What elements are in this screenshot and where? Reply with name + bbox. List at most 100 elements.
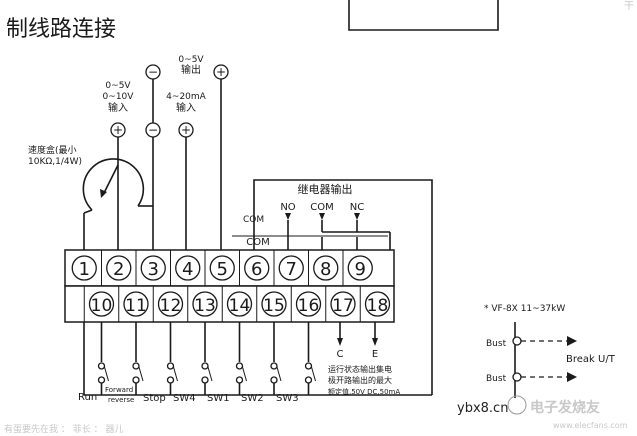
switch-contact-icon <box>201 362 213 384</box>
relay-com-arrow-icon <box>319 213 325 220</box>
bust-label-2: Bust <box>486 374 507 384</box>
bust-arrow-icon <box>567 372 577 382</box>
plus-sign: + <box>113 123 123 137</box>
terminal-3 <box>140 255 166 281</box>
open-collector-note-2: 极开路输出的最大 <box>328 375 392 385</box>
relay-frame <box>253 179 433 395</box>
minus-sign: − <box>148 123 158 137</box>
watermark-group: ybx8.cn 电子发烧友 www.elecfans.com 有蛋要先在我 ： … <box>4 395 628 435</box>
terminal-label-9: 9 <box>355 259 366 280</box>
switch-contact-icon <box>166 362 178 384</box>
terminal-16 <box>295 291 322 317</box>
relay-com-label: COM <box>310 202 333 213</box>
terminal-17 <box>330 291 356 317</box>
relay-title: 继电器输出 <box>298 182 353 196</box>
bust-label-1: Bust <box>486 339 507 349</box>
switch-label-sw3: SW3 <box>276 393 299 404</box>
terminal-7 <box>278 255 304 281</box>
footer-watermark: 有蛋要先在我 ： 菲长 ： 器儿 <box>4 423 123 435</box>
top-right-mark: 干 <box>624 1 634 12</box>
switch-label-sw2: SW2 <box>241 393 264 404</box>
analog-input-group: 0~5V 0~10V 输入 4~20mA 输入 0~5V 输出 速度盒(最小 1… <box>28 55 229 250</box>
relay-com-bus-label: COM <box>246 237 269 248</box>
relay-output-group: 继电器输出 NO COM NC COM COM <box>232 179 433 395</box>
output-label-2: 输出 <box>181 63 201 76</box>
terminal-1 <box>71 255 97 281</box>
terminal-6 <box>244 255 270 281</box>
terminal-label-7: 7 <box>286 259 297 280</box>
bust-arrow-icon <box>567 336 577 346</box>
voltage-input-label-3: 输入 <box>108 101 128 114</box>
terminal-label-18: 18 <box>367 296 389 316</box>
site-watermark: ybx8.cn <box>457 401 508 416</box>
switch-contact-icon <box>270 362 282 384</box>
terminal-label-11: 11 <box>125 296 147 316</box>
brake-label: Break U/T <box>566 354 616 365</box>
minus-sign: − <box>148 65 158 79</box>
plus-sign: + <box>181 123 191 137</box>
terminal-label-14: 14 <box>229 296 251 316</box>
terminal-label-13: 13 <box>194 296 216 316</box>
corner-url-watermark: www.elecfans.com <box>553 421 628 430</box>
terminal-9 <box>347 255 373 281</box>
diagram-title: 制线路连接 <box>6 17 116 42</box>
switch-contact-icon <box>97 362 109 384</box>
relay-no-label: NO <box>280 202 295 213</box>
bust-terminal-icon <box>512 372 522 382</box>
switch-label-run: Run <box>78 392 97 403</box>
current-input-label-2: 输入 <box>176 101 196 114</box>
relay-nc-label: NC <box>350 202 364 213</box>
terminal-18 <box>364 291 391 317</box>
terminal-label-5: 5 <box>217 259 228 280</box>
relay-nc-arrow-icon <box>354 213 360 220</box>
relay-com-partial-label: COM <box>243 215 264 225</box>
brand-watermark: 电子发烧友 <box>530 399 600 416</box>
terminal-label-8: 8 <box>320 259 331 280</box>
terminal-label-16: 16 <box>298 296 320 316</box>
terminal-label-15: 15 <box>263 296 285 316</box>
emitter-label: E <box>372 349 378 360</box>
terminal-label-4: 4 <box>182 259 193 280</box>
switch-label-sw1: SW1 <box>207 393 230 404</box>
watermark-logo-icon <box>507 395 527 415</box>
terminal-4 <box>175 255 201 281</box>
collector-label: C <box>337 349 344 360</box>
brake-model-label: * VF-8X 11~37kW <box>484 304 565 314</box>
switch-label-stop: Stop <box>143 393 166 404</box>
terminal-2 <box>106 255 132 281</box>
terminal-label-3: 3 <box>148 259 159 280</box>
terminal-15 <box>261 291 287 317</box>
open-collector-note-1: 运行状态输出集电 <box>328 364 392 374</box>
voltage-input-label-1: 0~5V <box>105 81 131 91</box>
terminal-12 <box>157 291 184 317</box>
collector-arrow-icon <box>337 338 343 346</box>
terminal-label-17: 17 <box>332 296 354 316</box>
terminal-label-2: 2 <box>113 259 124 280</box>
plus-sign: + <box>216 65 226 79</box>
switch-label-forward: Forward <box>105 386 133 394</box>
terminal-label-12: 12 <box>160 296 182 316</box>
terminal-8 <box>313 255 339 281</box>
terminal-label-10: 10 <box>91 296 113 316</box>
terminal-14 <box>226 291 253 317</box>
switch-contact-icon <box>235 362 247 384</box>
terminal-11 <box>123 291 149 317</box>
open-collector-group: C E 运行状态输出集电 极开路输出的最大 额定值,50V DC,50mA <box>328 322 400 396</box>
pot-label-2: 10KΩ,1/4W) <box>28 157 82 167</box>
switch-contact-icon <box>132 362 144 384</box>
pot-label-1: 速度盒(最小 <box>28 144 77 156</box>
terminal-5 <box>209 255 235 281</box>
switch-group: Run Forward reverse Stop SW4 SW1 SW2 SW3 <box>78 322 432 404</box>
emitter-arrow-icon <box>372 338 378 346</box>
switch-label-sw4: SW4 <box>173 393 196 404</box>
terminal-10 <box>88 291 115 317</box>
bust-terminal-icon <box>512 336 522 346</box>
potentiometer-icon <box>82 158 153 250</box>
switch-label-reverse: reverse <box>108 396 134 404</box>
terminal-label-6: 6 <box>251 259 262 280</box>
current-input-label-1: 4~20mA <box>166 92 206 102</box>
top-frame <box>348 0 499 31</box>
relay-no-arrow-icon <box>285 213 291 220</box>
